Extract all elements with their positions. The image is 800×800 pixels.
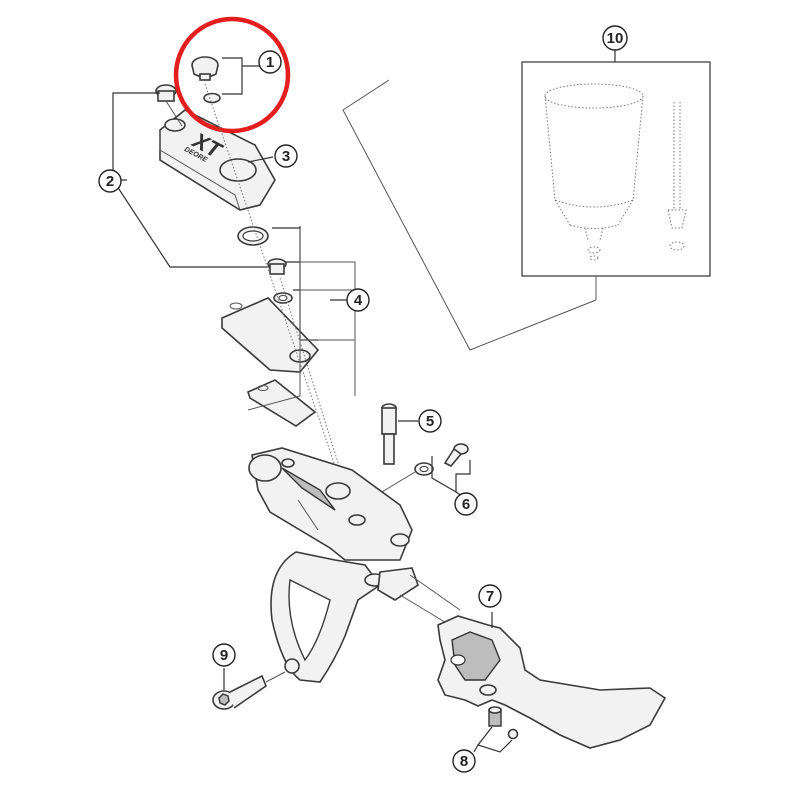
callout-3: 3 — [274, 144, 298, 168]
svg-text:10: 10 — [607, 30, 624, 47]
callout-6: 6 — [454, 492, 478, 516]
diaphragm-gasket — [247, 379, 317, 427]
bleed-kit-frame — [521, 61, 711, 277]
callout-1: 1 — [258, 50, 282, 74]
reservoir-cover: XT DEORE — [159, 109, 276, 211]
clamp-bolt — [212, 668, 286, 710]
callout-2: 2 — [98, 169, 122, 193]
clamp-bolt-set — [371, 443, 471, 499]
funnel-cup-icon — [544, 83, 644, 261]
callout-7: 7 — [478, 584, 502, 608]
bleed-screw-and-oring — [191, 56, 264, 104]
svg-text:6: 6 — [462, 496, 470, 513]
svg-text:2: 2 — [106, 173, 114, 190]
svg-text:7: 7 — [486, 588, 494, 605]
handlebar-clamp — [270, 551, 419, 683]
callout-4: 4 — [346, 288, 370, 312]
svg-text:9: 9 — [220, 647, 228, 664]
callout-5: 5 — [418, 409, 442, 433]
svg-text:8: 8 — [460, 753, 468, 770]
cover-boss — [219, 158, 257, 182]
highlight-circle — [173, 16, 291, 134]
diaphragm-set — [221, 226, 356, 427]
pivot-pin — [381, 403, 418, 465]
svg-text:3: 3 — [282, 148, 290, 165]
cover-screw-icon — [155, 84, 183, 127]
svg-text:5: 5 — [426, 413, 434, 430]
svg-text:4: 4 — [354, 292, 363, 309]
callout-8: 8 — [452, 749, 476, 773]
brake-lever — [437, 612, 667, 749]
callout-9: 9 — [212, 643, 236, 667]
svg-text:1: 1 — [266, 54, 274, 71]
reach-adjust-screw — [473, 706, 519, 753]
bleed-kit-box — [342, 48, 711, 351]
master-cylinder-body — [248, 447, 413, 561]
callout-10: 10 — [602, 25, 628, 51]
oil-stopper-icon — [667, 102, 687, 251]
